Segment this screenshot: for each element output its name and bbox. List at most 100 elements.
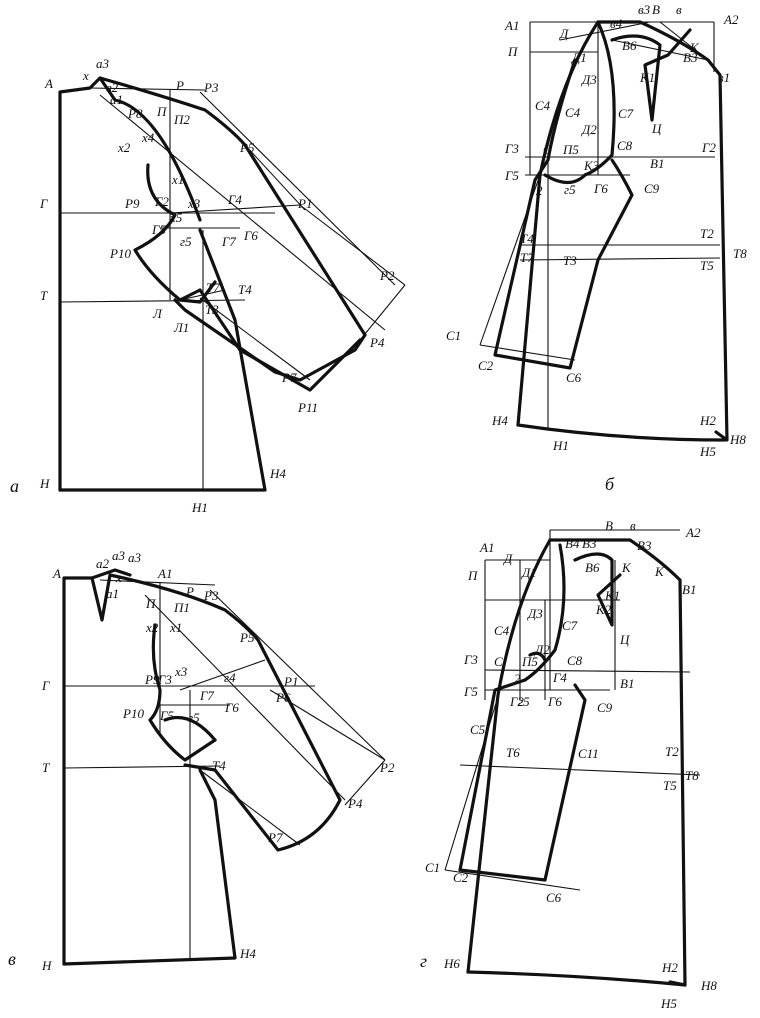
point-label: Г2 (701, 140, 716, 155)
point-label: Ц (651, 121, 662, 136)
point-label: х (82, 68, 89, 83)
point-label: Г7 (221, 234, 236, 249)
point-label: В3 (582, 536, 597, 551)
point-label: Т3 (205, 302, 219, 317)
point-label: х1 (169, 620, 182, 635)
point-label: в (676, 2, 682, 17)
point-label: Т3 (563, 253, 577, 268)
point-label: 2 (536, 183, 543, 198)
point-label: Н4 (269, 466, 286, 481)
point-label: В (605, 518, 613, 533)
point-label: г5 (564, 182, 576, 197)
point-label: Р2 (379, 268, 395, 283)
point-label: Р10 (109, 246, 131, 261)
point-label: Г5 (159, 708, 174, 723)
point-label: В3 (637, 538, 652, 553)
point-label: Т (42, 760, 50, 775)
point-label: К1 (604, 588, 620, 603)
point-label: Г (39, 196, 48, 211)
point-label: Н8 (700, 978, 717, 993)
panel-a-pattern-outline (58, 76, 367, 492)
point-label: В1 (682, 582, 696, 597)
point-label: Р4 (347, 796, 363, 811)
point-label: Р1 (283, 674, 298, 689)
point-label: Г2 (509, 694, 524, 709)
point-label: а3 (112, 548, 126, 563)
point-label: Г5 (504, 168, 519, 183)
point-label: К (689, 40, 700, 55)
point-label: П2 (173, 112, 190, 127)
point-label: С6 (546, 890, 562, 905)
point-label: А2 (723, 12, 739, 27)
point-label: Т7 (206, 280, 220, 295)
point-label: Д3 (526, 606, 543, 621)
point-label: Т5 (700, 258, 714, 273)
point-label: С2 (453, 870, 469, 885)
point-label: С9 (597, 700, 613, 715)
point-label: х (115, 570, 122, 585)
point-label: Н5 (699, 444, 716, 459)
point-label: Т2 (700, 226, 714, 241)
point-label: Г (41, 678, 50, 693)
point-label: 2 (514, 671, 521, 686)
point-label: Л (152, 306, 163, 321)
point-label: Т8 (733, 246, 747, 261)
panel-b-construction-lines (479, 21, 721, 430)
point-label: Г5 (463, 684, 478, 699)
point-label: Г3 (463, 652, 478, 667)
point-label: С11 (578, 746, 599, 761)
point-label: Р5 (239, 630, 255, 645)
point-label: в1 (718, 70, 730, 85)
point-label: А (52, 566, 61, 581)
point-label: Г2 (154, 194, 169, 209)
point-label: а2 (96, 556, 110, 571)
point-label: С7 (618, 106, 634, 121)
point-label: Р8 (127, 106, 143, 121)
point-label: С6 (566, 370, 582, 385)
point-label: в2 (106, 80, 119, 95)
point-label: Т4 (520, 231, 534, 246)
point-label: г4 (224, 670, 236, 685)
point-label: Р9 (124, 196, 140, 211)
point-label: Р3 (203, 588, 219, 603)
point-label: П1 (173, 600, 190, 615)
point-label: Р2 (379, 760, 395, 775)
point-label: К1 (639, 70, 655, 85)
point-label: Н2 (699, 413, 716, 428)
point-label: а3 (128, 550, 142, 565)
point-label: Г3 (504, 141, 519, 156)
point-label: Д (558, 26, 569, 41)
point-label: Т8 (685, 768, 699, 783)
point-label: В4 (565, 536, 580, 551)
point-label: К3 (583, 158, 600, 173)
panel-b-caption: б (605, 474, 615, 494)
point-label: Р6 (275, 690, 291, 705)
point-label: Т4 (238, 282, 252, 297)
point-label: Р (185, 584, 194, 599)
point-label: В1 (620, 676, 634, 691)
point-label: В (652, 2, 660, 17)
point-label: Д2 (580, 122, 597, 137)
point-label: Р7 (267, 830, 283, 845)
point-label: В3 (683, 50, 698, 65)
point-label: г5 (518, 694, 530, 709)
point-label: С4 (494, 623, 510, 638)
point-label: х2 (117, 140, 131, 155)
point-label: х2 (145, 620, 159, 635)
point-label: С2 (478, 358, 494, 373)
point-label: г5 (180, 234, 192, 249)
point-label: Т7 (520, 250, 534, 265)
point-label: П5 (521, 654, 538, 669)
point-label: Р1 (297, 196, 312, 211)
point-label: Г6 (224, 700, 239, 715)
point-label: С4 (565, 105, 581, 120)
point-label: К (621, 560, 632, 575)
point-label: С (543, 142, 552, 157)
point-label: Н4 (491, 413, 508, 428)
